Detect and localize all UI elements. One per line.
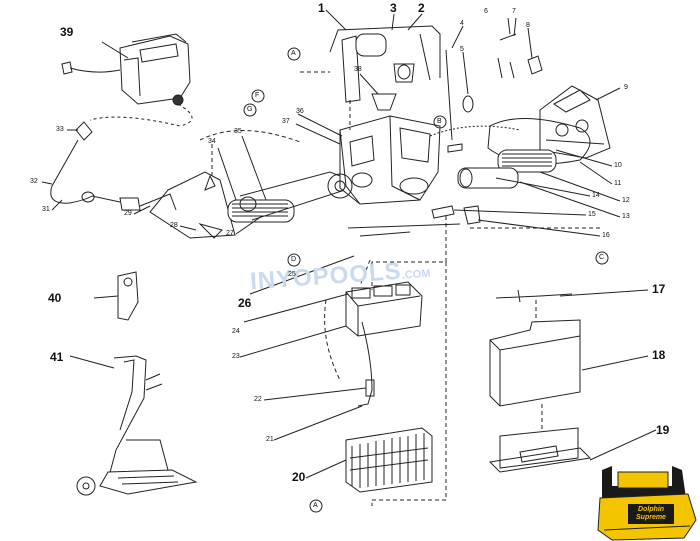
tool-40 [117, 271, 139, 321]
ref-letter-d: D [291, 256, 297, 263]
callout-17: 17 [652, 282, 666, 296]
caddy-cart-41 [76, 355, 198, 496]
callout-31: 31 [42, 206, 50, 213]
product-photo [597, 466, 697, 541]
callout-39: 39 [60, 25, 74, 39]
callout-6: 6 [484, 8, 488, 15]
callout-35: 35 [234, 128, 242, 135]
brush-12 [497, 149, 557, 173]
callout-38: 38 [354, 66, 362, 73]
callout-14: 14 [592, 192, 600, 199]
callout-19: 19 [656, 423, 670, 437]
brush-34 [227, 171, 351, 223]
brush-14 [457, 167, 519, 189]
callout-26: 26 [238, 296, 252, 310]
filter-cover-24 [345, 281, 423, 337]
filter-frame-19 [488, 427, 592, 473]
callout-4: 4 [460, 20, 464, 27]
callout-9: 9 [624, 84, 628, 91]
clip-16 [463, 205, 481, 225]
callout-41: 41 [50, 350, 64, 364]
callout-2: 2 [418, 1, 425, 15]
main-body-36 [327, 115, 441, 205]
clip-17 [495, 289, 573, 303]
part-2 [397, 64, 411, 80]
callout-12: 12 [622, 197, 630, 204]
clip-15 [431, 205, 455, 219]
callout-21: 21 [266, 436, 274, 443]
swivel-cable-32 [50, 121, 141, 211]
callout-33: 33 [56, 126, 64, 133]
callout-27: 27 [226, 230, 234, 237]
callout-23: 23 [232, 353, 240, 360]
part-5 [462, 95, 474, 113]
filter-bag-18 [489, 319, 581, 407]
side-panel-9 [539, 85, 611, 159]
callout-7: 7 [512, 8, 516, 15]
part-8 [527, 55, 543, 75]
callout-3: 3 [390, 1, 397, 15]
handle-1 [329, 25, 441, 103]
callout-36: 36 [296, 108, 304, 115]
callout-37: 37 [282, 118, 290, 125]
callout-1: 1 [318, 1, 325, 15]
filter-basket-20 [345, 427, 433, 493]
callout-15: 15 [588, 211, 596, 218]
reference-circles [243, 47, 609, 513]
callout-13: 13 [622, 213, 630, 220]
valve-22 [365, 379, 375, 397]
side-panel-28 [139, 171, 236, 239]
callout-25: 25 [288, 271, 296, 278]
part-6 [497, 33, 517, 79]
callout-5: 5 [460, 46, 464, 53]
callout-28: 28 [170, 222, 178, 229]
callout-24: 24 [232, 328, 240, 335]
callout-8: 8 [526, 22, 530, 29]
shaft-27 [347, 223, 461, 229]
ref-letter-f: F [255, 92, 260, 99]
callout-29: 29 [124, 210, 132, 217]
impeller-38 [371, 93, 397, 111]
ref-letter-a-bottom: A [313, 502, 318, 509]
power-supply-39 [61, 33, 191, 106]
callout-18: 18 [652, 348, 666, 362]
hose-21 [357, 321, 373, 407]
callout-22: 22 [254, 396, 262, 403]
callout-20: 20 [292, 470, 306, 484]
callout-32: 32 [30, 178, 38, 185]
callout-34: 34 [208, 138, 216, 145]
ref-letter-a-top: A [291, 50, 296, 57]
callout-10: 10 [614, 162, 622, 169]
callout-40: 40 [48, 291, 62, 305]
product-badge-line1: Dolphin [638, 506, 665, 513]
ref-letter-b: B [437, 118, 442, 125]
leader-lines [41, 9, 657, 479]
callout-11: 11 [614, 180, 622, 187]
ref-letter-c: C [599, 254, 605, 261]
product-badge-line2: Supreme [636, 514, 666, 521]
assembly-lines [199, 71, 600, 506]
part-3 [393, 63, 415, 83]
ref-letter-g: G [247, 106, 253, 113]
callout-16: 16 [602, 232, 610, 239]
